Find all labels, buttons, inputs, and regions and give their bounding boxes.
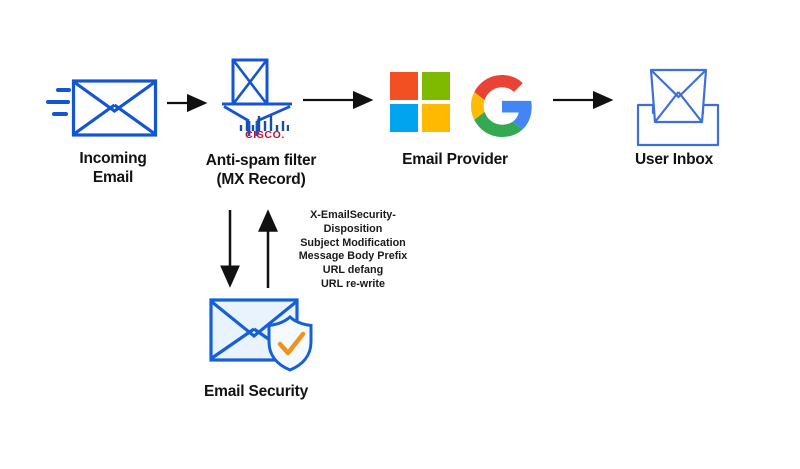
security-action-item: URL re-write (321, 277, 385, 290)
anti-spam-filter-label: Anti-spam filter (MX Record) (205, 152, 317, 188)
email-security-shield-icon (209, 298, 313, 372)
security-action-item: URL defang (322, 264, 384, 277)
speed-line-icon (56, 88, 71, 92)
security-action-item: X-EmailSecurity-Disposition (310, 209, 396, 235)
google-logo-icon (471, 75, 532, 137)
anti-spam-funnel-icon (222, 58, 292, 136)
microsoft-blue-square (390, 104, 418, 132)
security-actions-list: X-EmailSecurity-Disposition Subject Modi… (285, 209, 421, 292)
microsoft-logo-icon (390, 72, 450, 132)
cisco-bars-icon (239, 116, 289, 131)
microsoft-red-square (390, 72, 418, 100)
speed-line-icon (46, 100, 70, 104)
email-provider-label: Email Provider (402, 151, 508, 168)
incoming-email-label: Incoming Email (79, 150, 147, 186)
security-action-item: Subject Modification (300, 236, 406, 249)
incoming-email-envelope-icon (71, 79, 158, 137)
speed-line-icon (52, 112, 68, 116)
user-inbox-icon (636, 68, 720, 147)
security-action-item: Message Body Prefix (298, 250, 408, 263)
microsoft-yellow-square (422, 104, 450, 132)
email-security-label: Email Security (203, 383, 309, 400)
checkmark-icon (277, 331, 306, 356)
microsoft-green-square (422, 72, 450, 100)
user-inbox-label: User Inbox (634, 151, 714, 168)
cisco-wordmark: CISCO. (245, 129, 285, 141)
